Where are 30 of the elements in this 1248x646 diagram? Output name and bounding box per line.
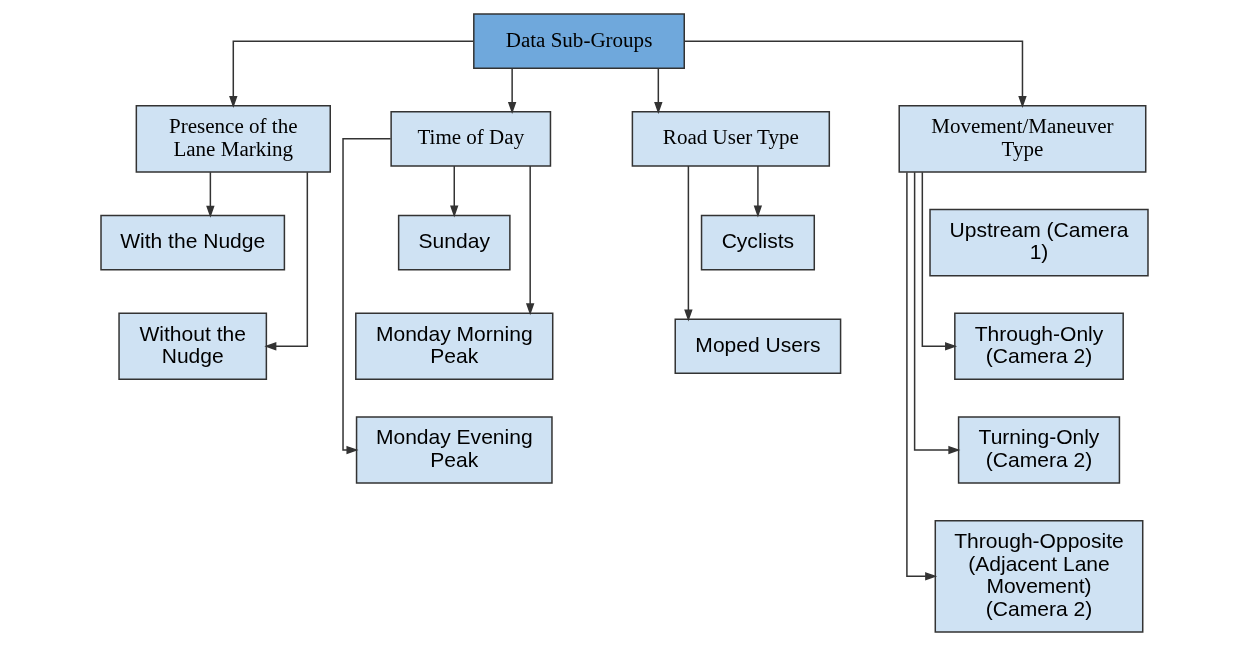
arrow [683,40,1027,109]
arrow [507,67,516,115]
arrow [905,171,937,581]
arrow [913,171,960,455]
node-box: Sunday [397,214,511,271]
node-box: Upstream (Camera 1) [928,208,1149,277]
arrow [341,138,391,455]
node-box: Through-Only (Camera 2) [953,312,1124,381]
arrow [921,171,957,351]
arrow [449,165,458,218]
arrow [263,171,308,351]
node-box: Monday Morning Peak [354,312,553,381]
node-box: Time of Day [389,111,551,167]
node-box: Data Sub-Groups [472,13,685,69]
node-box: Cyclists [700,214,815,271]
node-box: Through-Opposite (Adjacent Lane Movement) (Camera 2) [934,519,1143,633]
arrow [228,40,474,109]
node-box: Without the Nudge [117,312,267,381]
node-box: Road User Type [631,111,830,167]
arrow [753,165,762,218]
node-box: With the Nudge [99,214,285,271]
arrow [653,67,663,115]
node-box: Monday Evening Peak [355,416,553,484]
arrow [683,165,693,322]
arrow [525,165,534,316]
node-box: Moped Users [674,318,841,375]
node-box: Movement/Maneuver Type [897,105,1146,173]
node-box: Turning-Only (Camera 2) [957,416,1120,484]
arrow [205,171,215,218]
node-box: Presence of the Lane Marking [135,105,331,173]
